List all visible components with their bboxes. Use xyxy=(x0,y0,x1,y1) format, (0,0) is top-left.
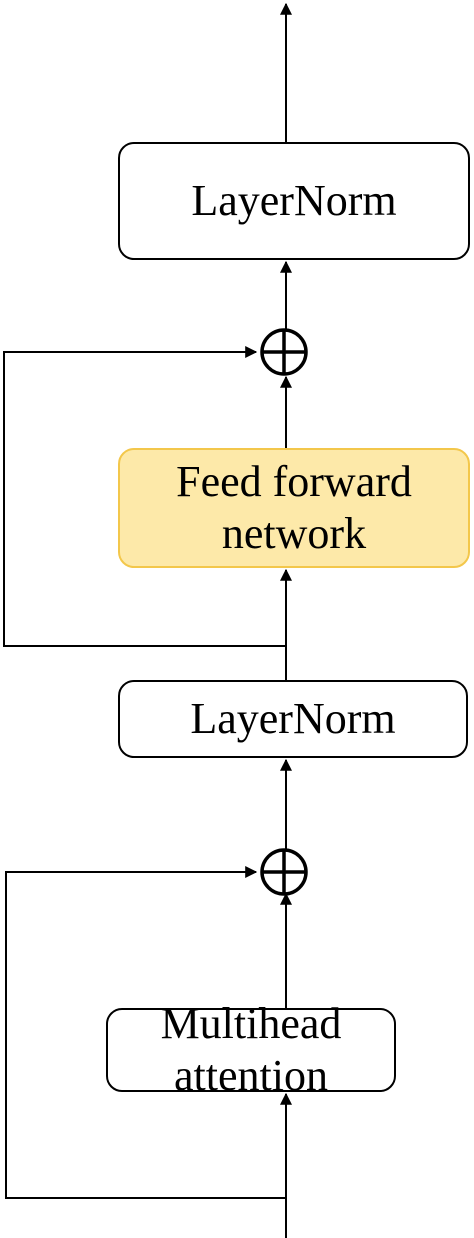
multihead-attention-block: Multihead attention xyxy=(106,999,396,1100)
layernorm-top-label: LayerNorm xyxy=(191,176,397,225)
add-node-top xyxy=(260,328,308,376)
feed-forward-label: Feed forward network xyxy=(176,457,412,558)
add-node-bottom xyxy=(260,848,308,896)
layernorm-top-block: LayerNorm xyxy=(118,142,470,260)
layernorm-mid-label: LayerNorm xyxy=(190,694,396,743)
layernorm-mid-block: LayerNorm xyxy=(118,680,468,758)
residual-connection-attention xyxy=(5,866,286,1199)
residual-connection-ffn xyxy=(3,346,286,647)
feed-forward-block: Feed forward network xyxy=(118,448,470,568)
multihead-attention-label: Multihead attention xyxy=(160,999,342,1100)
